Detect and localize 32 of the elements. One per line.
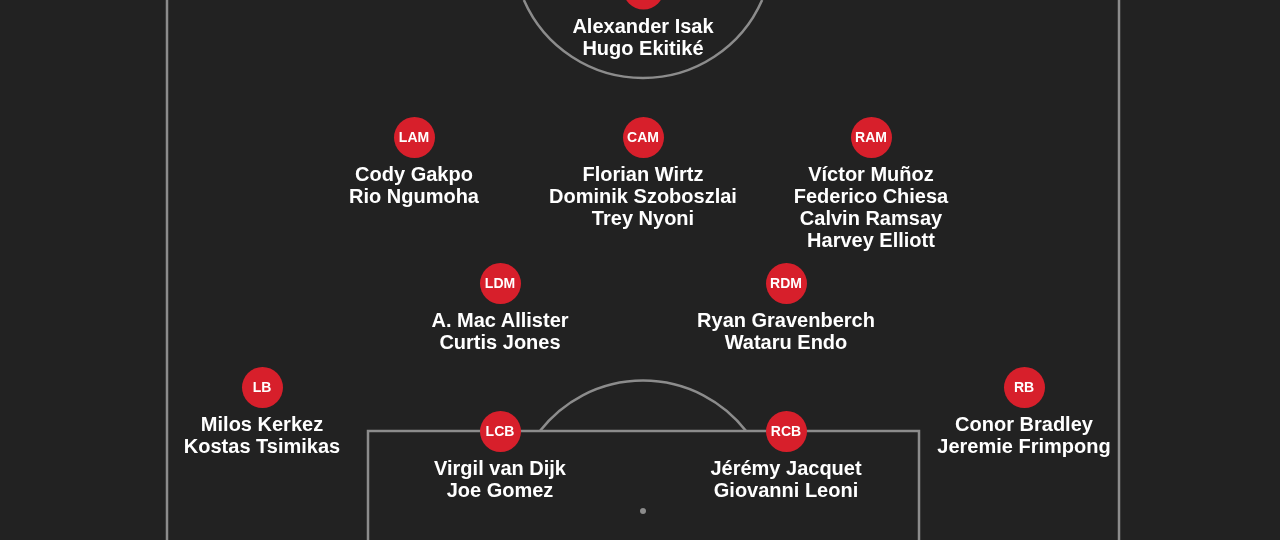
position-marker: RDM <box>765 262 807 304</box>
player-name: Cody Gakpo <box>355 163 473 185</box>
player-name: Florian Wirtz <box>582 163 704 185</box>
position-marker: RCB <box>765 410 807 452</box>
position-marker: LCB <box>479 410 521 452</box>
position-marker: RB <box>1003 366 1045 408</box>
player-name: Conor Bradley <box>955 413 1093 435</box>
position-marker: RAM <box>850 116 892 158</box>
player-name: Curtis Jones <box>439 331 561 353</box>
player-name: Ryan Gravenberch <box>697 309 875 331</box>
player-name: Trey Nyoni <box>591 207 695 229</box>
player-name: Dominik Szoboszlai <box>549 185 737 207</box>
player-name: Harvey Elliott <box>807 229 935 251</box>
position-marker: LB <box>241 366 283 408</box>
player-name: Milos Kerkez <box>200 413 324 435</box>
player-name: Joe Gomez <box>446 479 554 501</box>
position-marker: LDM <box>479 262 521 304</box>
position-marker: CAM <box>622 116 664 158</box>
player-name: Jérémy Jacquet <box>710 457 862 479</box>
player-name: Jeremie Frimpong <box>937 435 1111 457</box>
player-name: Giovanni Leoni <box>713 479 859 501</box>
player-name: Víctor Muñoz <box>808 163 934 185</box>
position-marker: LAM <box>393 116 435 158</box>
player-name: Hugo Ekitiké <box>582 37 704 59</box>
player-name: Rio Ngumoha <box>349 185 479 207</box>
player-name: Calvin Ramsay <box>799 207 943 229</box>
player-name: Federico Chiesa <box>793 185 949 207</box>
player-name: Kostas Tsimikas <box>183 435 341 457</box>
player-name: Alexander Isak <box>572 15 714 37</box>
player-name: A. Mac Allister <box>431 309 569 331</box>
player-name: Virgil van Dijk <box>434 457 566 479</box>
player-name: Wataru Endo <box>724 331 848 353</box>
